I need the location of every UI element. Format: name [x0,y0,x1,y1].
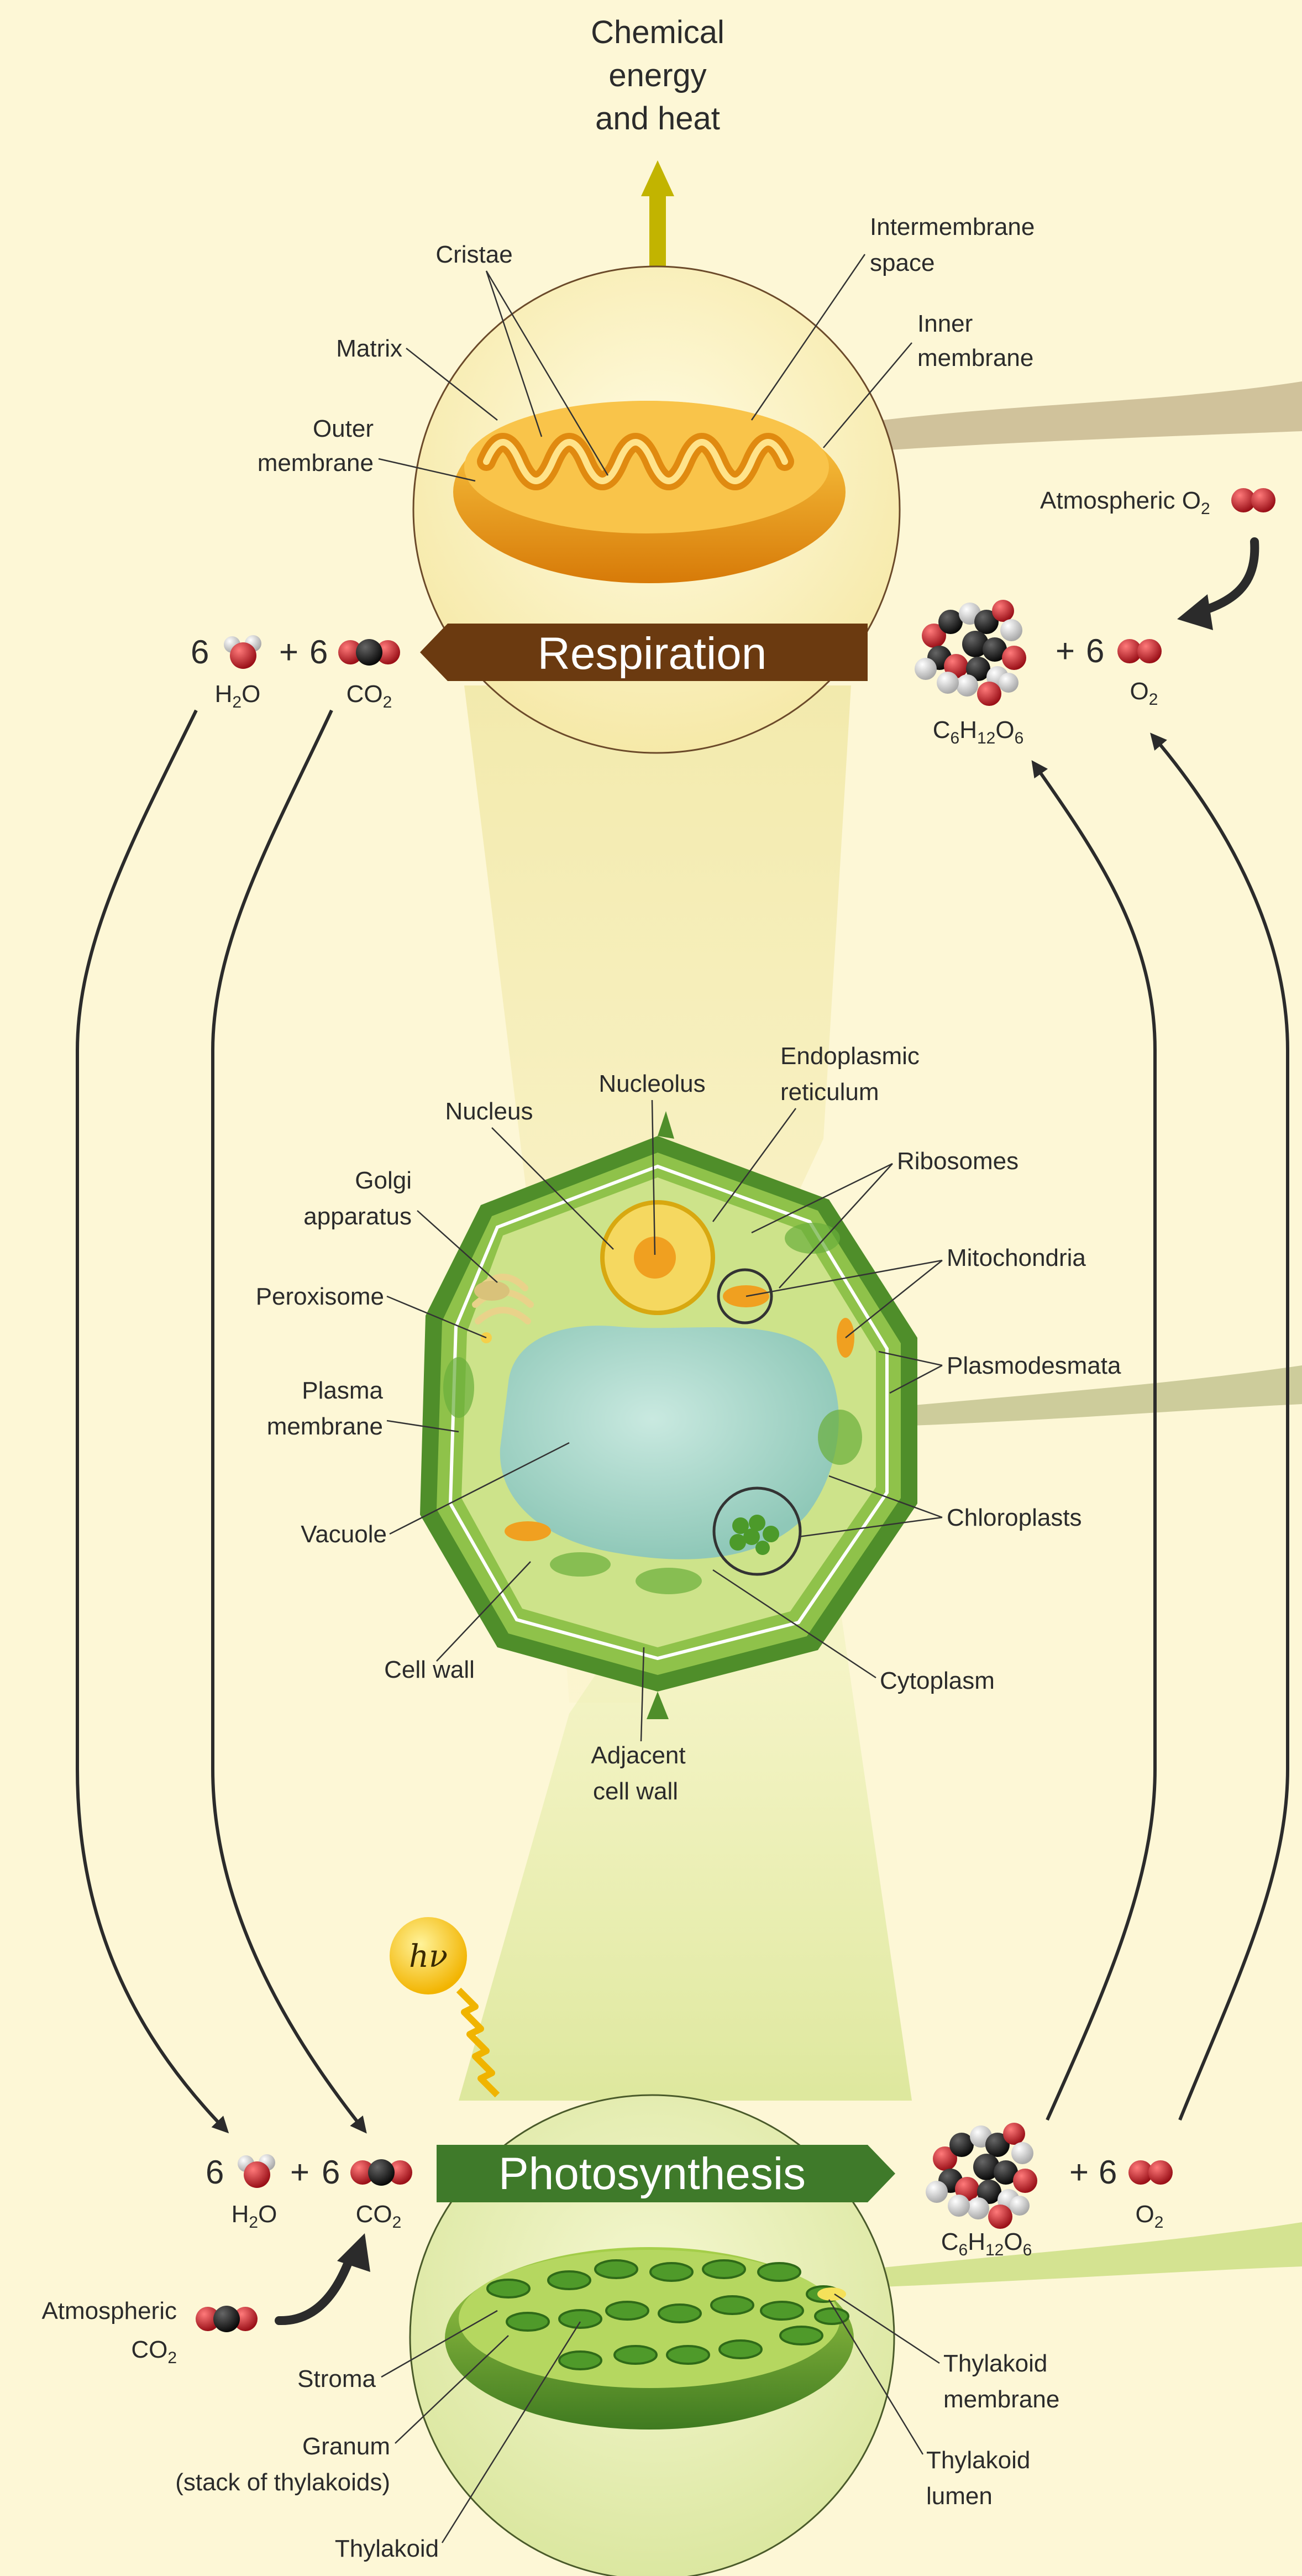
svg-text:apparatus: apparatus [303,1203,412,1230]
svg-text:C6H12O6: C6H12O6 [941,2228,1032,2259]
chemical-energy-label: Chemical energy and heat [591,14,725,137]
atmospheric-o2: Atmospheric O2 [1040,487,1275,630]
mitochondrion-connector [840,381,1302,453]
respiration-banner: Respiration [420,624,868,681]
svg-text:Cytoplasm: Cytoplasm [880,1667,995,1694]
svg-text:O2: O2 [1136,2201,1164,2232]
svg-text:+: + [290,2154,309,2191]
svg-text:Atmospheric: Atmospheric [41,2297,177,2324]
svg-text:Adjacent: Adjacent [591,1742,685,1769]
svg-text:+: + [1069,2154,1089,2191]
mitochondrion-illustration [453,401,846,583]
svg-text:(stack of thylakoids): (stack of thylakoids) [175,2469,390,2496]
svg-text:+: + [1056,632,1075,669]
svg-text:Cristae: Cristae [435,241,512,268]
svg-text:Intermembrane: Intermembrane [870,213,1035,240]
svg-text:CO2: CO2 [347,680,392,711]
svg-text:Outer: Outer [313,415,374,442]
svg-text:Plasmodesmata: Plasmodesmata [947,1352,1121,1379]
svg-text:membrane: membrane [943,2386,1059,2413]
svg-text:Granum: Granum [302,2433,390,2460]
vacuole [500,1326,839,1559]
svg-text:Matrix: Matrix [336,335,402,362]
atmospheric-co2: Atmospheric CO2 [41,2233,370,2367]
svg-text:Inner: Inner [917,310,973,337]
svg-text:6: 6 [1099,2154,1117,2191]
svg-text:cell wall: cell wall [593,1778,678,1805]
svg-text:H2O: H2O [232,2201,277,2232]
svg-text:Golgi: Golgi [355,1167,412,1194]
svg-text:O2: O2 [1130,678,1158,709]
respiration-products: + 6 C6H12O6 O2 [915,600,1162,747]
svg-text:Cell wall: Cell wall [384,1656,475,1683]
svg-text:H2O: H2O [215,680,261,711]
svg-text:+: + [279,633,298,671]
svg-text:6: 6 [322,2154,340,2191]
svg-text:Endoplasmic: Endoplasmic [780,1043,920,1070]
respiration-reactants: 6 + 6 H2O CO2 [191,633,400,711]
svg-text:Stroma: Stroma [297,2365,376,2392]
svg-text:Plasma: Plasma [302,1377,383,1404]
svg-text:space: space [870,249,935,276]
svg-text:membrane: membrane [917,344,1033,371]
svg-text:lumen: lumen [926,2483,993,2510]
svg-text:membrane: membrane [258,449,374,477]
svg-text:Chloroplasts: Chloroplasts [947,1504,1082,1531]
svg-text:Peroxisome: Peroxisome [256,1283,384,1310]
svg-text:Thylakoid: Thylakoid [335,2535,439,2562]
svg-text:6: 6 [191,633,209,671]
svg-text:6: 6 [1086,632,1104,669]
svg-text:Thylakoid: Thylakoid [943,2350,1047,2377]
svg-text:6: 6 [309,633,328,671]
svg-text:Nucleus: Nucleus [445,1098,533,1125]
svg-text:6: 6 [206,2154,224,2191]
photosynthesis-reactants: 6 + 6 H2O CO2 [206,2154,412,2232]
svg-text:CO2: CO2 [131,2336,177,2367]
svg-text:Vacuole: Vacuole [301,1521,387,1548]
chloroplast-connector [840,2222,1302,2289]
svg-text:Photosynthesis: Photosynthesis [498,2149,806,2199]
svg-text:Chemical: Chemical [591,14,725,50]
svg-text:reticulum: reticulum [780,1078,879,1106]
svg-text:CO2: CO2 [356,2201,402,2232]
svg-text:energy: energy [608,57,706,93]
svg-text:Atmospheric O2: Atmospheric O2 [1040,487,1210,518]
svg-text:C6H12O6: C6H12O6 [933,716,1024,747]
svg-text:and heat: and heat [595,101,720,137]
svg-text:Ribosomes: Ribosomes [897,1148,1019,1175]
photosynthesis-products: + 6 C6H12O6 O2 [926,2123,1173,2259]
photosynthesis-banner: Photosynthesis [437,2145,895,2202]
svg-text:membrane: membrane [267,1413,383,1440]
svg-text:hν: hν [409,1939,448,1975]
svg-text:Thylakoid: Thylakoid [926,2447,1030,2474]
svg-text:Respiration: Respiration [538,629,767,679]
svg-text:Mitochondria: Mitochondria [947,1244,1086,1271]
svg-text:Nucleolus: Nucleolus [599,1070,705,1097]
